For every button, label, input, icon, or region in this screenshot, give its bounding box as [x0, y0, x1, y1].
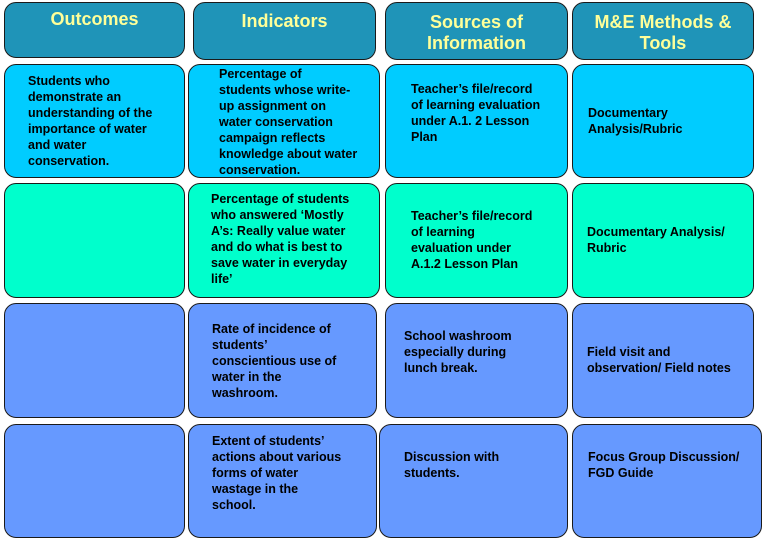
- row2-outcome-cell: [4, 183, 185, 298]
- source-text: Discussion with students.: [404, 450, 500, 480]
- header-indicators: Indicators: [193, 2, 376, 60]
- indicator-text: Percentage of students whose write- up a…: [219, 67, 358, 177]
- row1-source-cell: Teacher’s file/record of learning evalua…: [385, 64, 568, 178]
- row2-indicator-cell: Percentage of students who answered ‘Mos…: [188, 183, 380, 298]
- row1-indicator-cell: Percentage of students whose write- up a…: [188, 64, 380, 178]
- header-methods: M&E Methods & Tools: [572, 2, 754, 60]
- row3-indicator-cell: Rate of incidence of students’ conscient…: [188, 303, 377, 418]
- source-text: Teacher’s file/record of learning evalua…: [411, 209, 533, 271]
- indicator-text: Percentage of students who answered ‘Mos…: [211, 192, 350, 286]
- source-text: School washroom especially during lunch …: [404, 329, 512, 375]
- method-text: Documentary Analysis/Rubric: [588, 106, 683, 136]
- row2-method-cell: Documentary Analysis/ Rubric: [572, 183, 754, 298]
- row4-method-cell: Focus Group Discussion/ FGD Guide: [572, 424, 762, 538]
- method-text: Focus Group Discussion/ FGD Guide: [588, 450, 740, 480]
- row2-source-cell: Teacher’s file/record of learning evalua…: [385, 183, 568, 298]
- row4-source-cell: Discussion with students.: [379, 424, 568, 538]
- indicator-text: Rate of incidence of students’ conscient…: [212, 322, 337, 400]
- header-sources: Sources of Information: [385, 2, 568, 60]
- row3-outcome-cell: [4, 303, 185, 418]
- row3-source-cell: School washroom especially during lunch …: [385, 303, 568, 418]
- outcome-text: Students who demonstrate an understandin…: [28, 74, 153, 168]
- row4-indicator-cell: Extent of students’ actions about variou…: [188, 424, 377, 538]
- method-text: Field visit and observation/ Field notes: [587, 345, 731, 375]
- row1-method-cell: Documentary Analysis/Rubric: [572, 64, 754, 178]
- source-text: Teacher’s file/record of learning evalua…: [411, 82, 541, 144]
- header-label: Sources of Information: [427, 12, 526, 53]
- row1-outcome-cell: Students who demonstrate an understandin…: [4, 64, 185, 178]
- method-text: Documentary Analysis/ Rubric: [587, 225, 725, 255]
- header-label: Outcomes: [50, 9, 139, 29]
- header-outcomes: Outcomes: [4, 2, 185, 58]
- row4-outcome-cell: [4, 424, 185, 538]
- row3-method-cell: Field visit and observation/ Field notes: [572, 303, 754, 418]
- header-label: Indicators: [241, 11, 328, 31]
- header-label: M&E Methods & Tools: [594, 12, 732, 53]
- indicator-text: Extent of students’ actions about variou…: [212, 434, 342, 512]
